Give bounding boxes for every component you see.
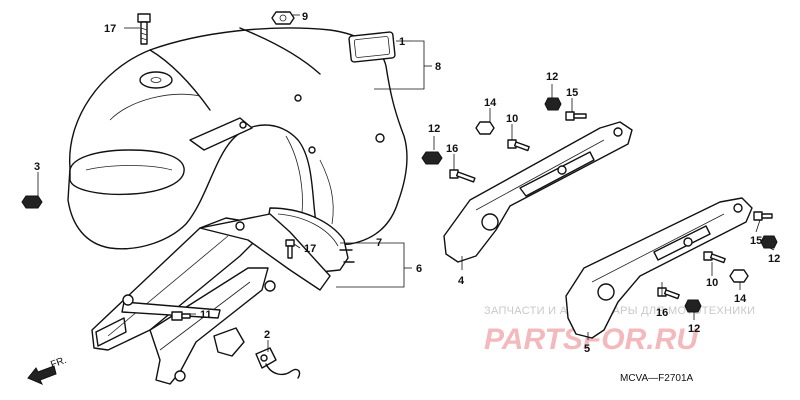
rear-fender bbox=[67, 27, 408, 250]
front-arrow: FR. bbox=[27, 355, 68, 385]
reflector bbox=[348, 31, 396, 63]
callout-6: 6 bbox=[416, 263, 422, 275]
callout-10: 10 bbox=[506, 113, 518, 125]
callout-12: 12 bbox=[768, 253, 780, 265]
callout-17: 17 bbox=[104, 23, 116, 35]
rear-frame bbox=[91, 213, 331, 385]
part-2-clamp bbox=[255, 347, 301, 379]
callout-16: 16 bbox=[446, 143, 458, 155]
nut-9 bbox=[271, 11, 295, 25]
watermark-tagline: ЗАПЧАСТИ И АКСЕССУАРЫ ДЛЯ МОТОТЕХНИКИ bbox=[484, 305, 755, 317]
callout-14: 14 bbox=[734, 293, 747, 305]
fasteners bbox=[421, 97, 778, 313]
callout-3: 3 bbox=[34, 161, 40, 173]
callout-1: 1 bbox=[399, 36, 405, 48]
callout-8: 8 bbox=[435, 61, 441, 73]
bolt-17-inner bbox=[285, 239, 295, 259]
callout-12: 12 bbox=[428, 123, 440, 135]
callout-11: 11 bbox=[200, 309, 212, 321]
diagram-code: MCVA—F2701A bbox=[620, 373, 694, 384]
front-label: FR. bbox=[49, 355, 68, 371]
callout-17-inner: 17 bbox=[304, 243, 316, 255]
callout-10: 10 bbox=[706, 277, 718, 289]
callout-12: 12 bbox=[688, 323, 700, 335]
grab-rail-left bbox=[565, 197, 753, 339]
callouts: 17 9 1 8 3 7 6 17 11 2 4 5 12 12 14 15 1… bbox=[34, 11, 780, 355]
bolt-17-top bbox=[137, 13, 151, 45]
callout-15: 15 bbox=[750, 235, 762, 247]
callout-15: 15 bbox=[566, 87, 578, 99]
leader-lines bbox=[37, 14, 775, 352]
callout-4: 4 bbox=[458, 275, 465, 287]
callout-7: 7 bbox=[376, 237, 382, 249]
callout-2: 2 bbox=[264, 329, 270, 341]
callout-14: 14 bbox=[484, 97, 497, 109]
callout-16: 16 bbox=[656, 307, 668, 319]
callout-5: 5 bbox=[584, 343, 590, 355]
watermark: ЗАПЧАСТИ И АКСЕССУАРЫ ДЛЯ МОТОТЕХНИКИ PA… bbox=[484, 305, 755, 356]
nut-3 bbox=[21, 195, 43, 209]
callout-12: 12 bbox=[546, 71, 558, 83]
callout-9: 9 bbox=[302, 11, 308, 23]
grab-rail-right bbox=[443, 121, 633, 263]
